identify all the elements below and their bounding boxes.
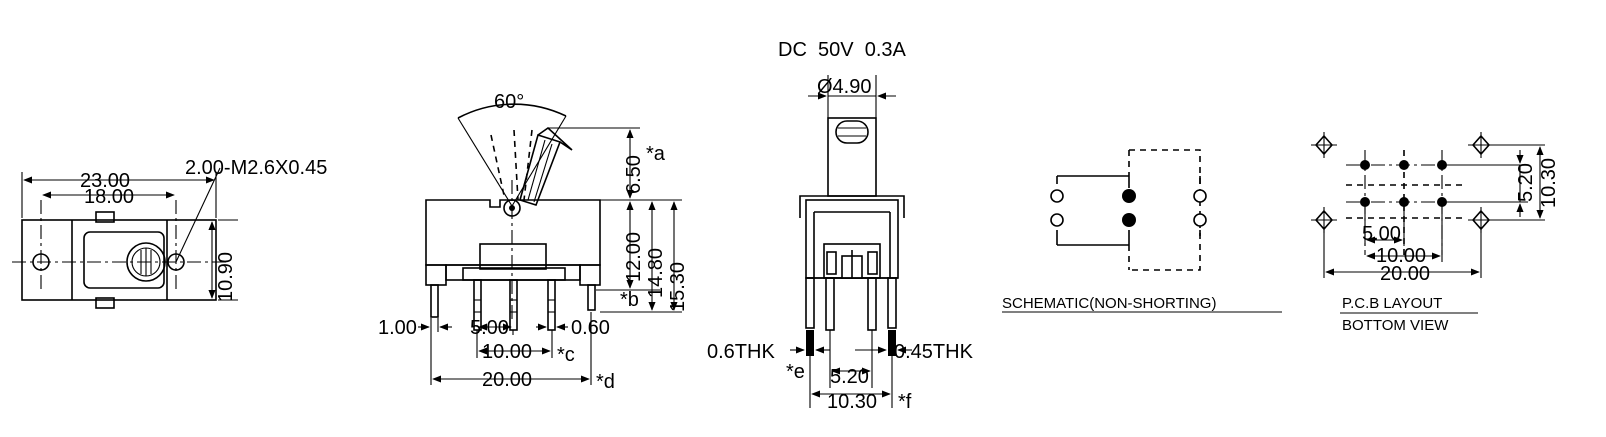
- pcb-caption-top: P.C.B LAYOUT: [1342, 295, 1442, 312]
- end-terminal-span: 10.30: [827, 391, 877, 413]
- schematic-contact-2: [1050, 213, 1064, 227]
- pcb-pin-hole: [1437, 197, 1447, 207]
- side-pivot: [503, 199, 521, 217]
- schematic-contact-3: [1193, 189, 1207, 203]
- side-pin-3: [509, 279, 518, 331]
- front-lever-housing: [83, 231, 165, 289]
- schematic-common-2: [1122, 213, 1136, 227]
- pcb-pin-hole: [1437, 160, 1447, 170]
- side-pin-5: [587, 284, 596, 311]
- pcb-span-x: 10.00: [1376, 245, 1426, 267]
- side-dim-a: 6.50: [623, 155, 645, 194]
- pcb-caption-bottom: BOTTOM VIEW: [1342, 317, 1449, 334]
- side-pin-span: 10.00: [482, 341, 532, 363]
- side-note-a: *a: [646, 143, 666, 165]
- pcb-pin-hole: [1399, 160, 1409, 170]
- schematic-contact-4: [1193, 213, 1207, 227]
- end-note-e: *e: [786, 361, 805, 383]
- pcb-layout: 5.20 10.30 5.00 10.00 20.00 P.C.B LAYOUT…: [1311, 132, 1560, 334]
- end-terminal-2: [825, 277, 835, 331]
- side-dim-14: 14.80: [645, 248, 667, 298]
- end-lever: [827, 117, 877, 197]
- side-dim-15: 15.30: [667, 262, 689, 312]
- front-view: 23.00 18.00 2.00-M2.6X0.45 10.90: [12, 157, 327, 309]
- pcb-total-x: 20.00: [1380, 263, 1430, 285]
- side-pin-width-left: 1.00: [378, 317, 417, 339]
- end-body-outline: [799, 195, 905, 218]
- front-body-outline: [21, 219, 217, 301]
- pcb-pitch-y: 5.20: [1515, 163, 1537, 202]
- side-note-d: *d: [596, 371, 615, 393]
- side-pin-1: [430, 284, 439, 318]
- side-dim-12: 12.00: [623, 232, 645, 282]
- pcb-total-y: 10.30: [1538, 158, 1560, 208]
- rating-label: DC 50V 0.3A: [778, 39, 907, 61]
- end-terminal-1: [805, 277, 815, 329]
- side-body-length: 20.00: [482, 369, 532, 391]
- end-view: Ø4.90 0.6THK 0.45THK *e: [707, 75, 974, 413]
- side-angle-dim: 60°: [494, 91, 524, 113]
- front-screw-callout: 2.00-M2.6X0.45: [185, 157, 327, 179]
- side-pin-pitch: 5.00: [470, 317, 509, 339]
- schematic-caption: SCHEMATIC(NON-SHORTING): [1002, 295, 1216, 312]
- schematic-contact-1: [1050, 189, 1064, 203]
- side-note-b: *b: [620, 289, 639, 311]
- end-note-f: *f: [898, 391, 912, 413]
- pcb-mount-pad-tr: [1468, 132, 1494, 158]
- end-terminal-pitch: 5.20: [830, 366, 869, 388]
- schematic: SCHEMATIC(NON-SHORTING): [1002, 149, 1282, 313]
- end-terminal-3: [867, 277, 877, 331]
- front-hole-pitch-dim: 18.00: [84, 186, 134, 208]
- side-note-c: *c: [557, 344, 575, 366]
- end-thk-right: 0.45THK: [894, 341, 974, 363]
- end-terminal-4: [887, 277, 897, 329]
- pcb-pin-hole: [1399, 197, 1409, 207]
- side-pin-4: [547, 279, 556, 331]
- pcb-pin-hole: [1360, 197, 1370, 207]
- schematic-common-1: [1122, 189, 1136, 203]
- pcb-mount-pad-tl: [1311, 132, 1337, 158]
- end-lever-diameter: Ø4.90: [817, 76, 871, 98]
- front-width-dim: 23.00: [80, 170, 130, 192]
- front-height-dim: 10.90: [215, 252, 237, 302]
- pcb-pin-hole: [1360, 160, 1370, 170]
- side-view: 60° 6.50 *a 1: [378, 91, 689, 393]
- end-thk-left: 0.6THK: [707, 341, 775, 363]
- pcb-pitch-x: 5.00: [1362, 223, 1401, 245]
